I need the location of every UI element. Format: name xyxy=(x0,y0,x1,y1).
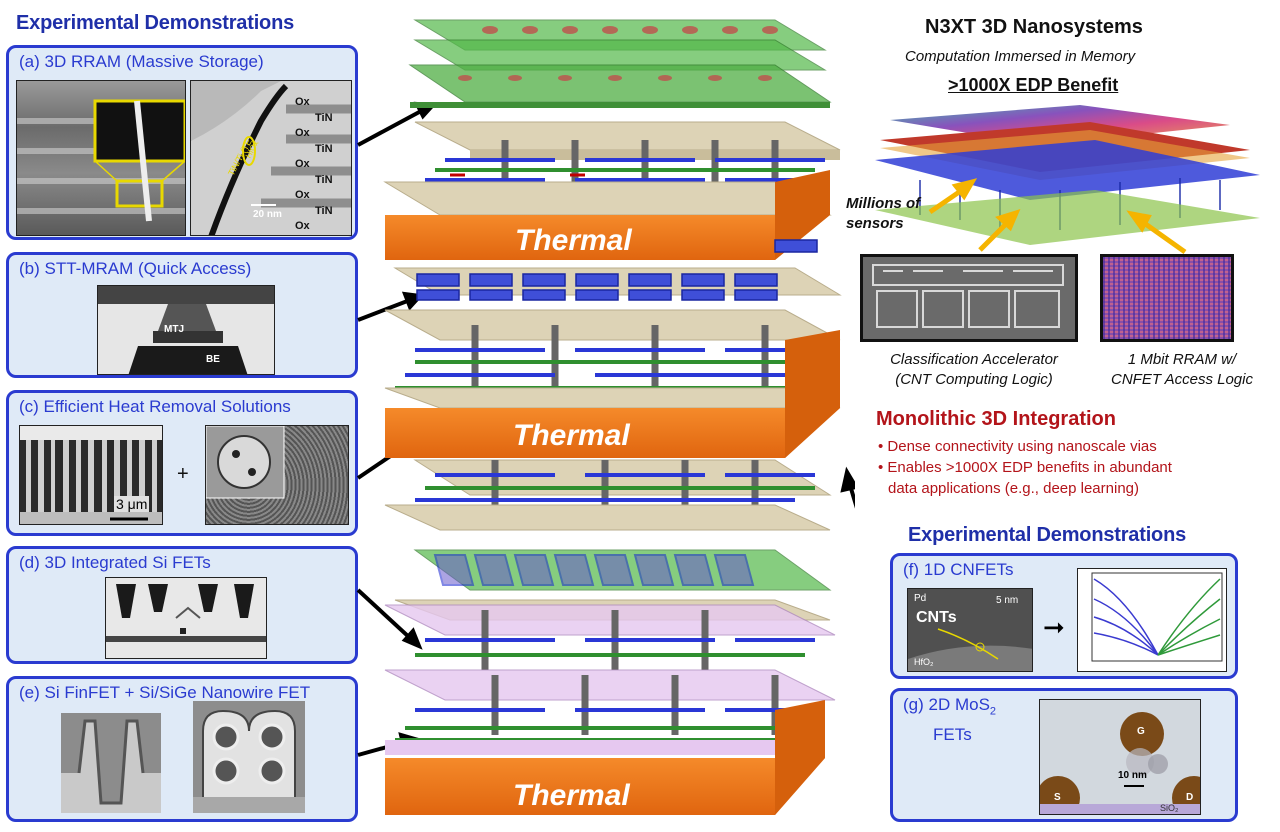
panel-finfet-nanowire: (e) Si FinFET + Si/SiGe Nanowire FET xyxy=(6,676,358,822)
sio2-label: SiO₂ xyxy=(1160,803,1179,813)
cnt-micrograph: Pd CNTs 5 nm HfO₂ xyxy=(907,588,1033,672)
layer-label: Ox xyxy=(295,189,310,201)
panel-title: (a) 3D RRAM (Massive Storage) xyxy=(19,52,264,71)
scale-bar-label: 3 μm xyxy=(114,496,150,512)
drain-label: D xyxy=(1186,792,1194,803)
m3d-bullet: data applications (e.g., deep learning) xyxy=(888,480,1140,497)
m3d-heading: Monolithic 3D Integration xyxy=(876,408,1116,430)
thermal-layer xyxy=(385,408,840,458)
plus-sign: + xyxy=(177,463,189,485)
thermal-label: Thermal xyxy=(513,419,630,452)
logic-layer xyxy=(415,610,815,670)
thermal-label: Thermal xyxy=(515,224,632,257)
mos2-micrograph: G S D 10 nm SiO₂ xyxy=(1039,699,1201,815)
nanowire-micrograph xyxy=(193,701,305,813)
mtj-label: MTJ xyxy=(164,324,184,335)
hfo-label: HfO₂ xyxy=(914,657,934,667)
panel-stt-mram: (b) STT-MRAM (Quick Access) MTJ BE xyxy=(6,252,358,378)
finfet-tem-image xyxy=(61,713,161,813)
scale-bar-label: 10 nm xyxy=(1118,770,1147,781)
caption-rram: 1 Mbit RRAM w/ CNFET Access Logic xyxy=(1111,351,1253,388)
accelerator-sem xyxy=(863,257,1075,339)
nanowire-fet-tem-image xyxy=(193,701,305,813)
scale-bar-label: 20 nm xyxy=(253,209,282,220)
be-label: BE xyxy=(206,354,220,365)
source-label: S xyxy=(1054,792,1061,803)
rram-sem-image xyxy=(17,99,185,222)
rram-layer xyxy=(408,19,832,108)
mram-layer xyxy=(416,239,818,301)
mos2-tem-image xyxy=(1040,700,1200,814)
mram-tem-image xyxy=(98,286,274,374)
classification-accelerator-image xyxy=(860,254,1078,342)
n3xt-title: N3XT 3D Nanosystems xyxy=(925,16,1143,38)
iv-curves xyxy=(1091,572,1223,662)
pd-label: Pd xyxy=(914,593,927,604)
n3xt-subtitle: Computation Immersed in Memory xyxy=(905,48,1136,65)
layer-label: Ox xyxy=(295,158,310,170)
panel-title: (e) Si FinFET + Si/SiGe Nanowire FET xyxy=(19,683,311,702)
gate-label: G xyxy=(1137,726,1145,737)
panel-heat-removal: (c) Efficient Heat Removal Solutions 3 μ… xyxy=(6,390,358,536)
n3xt-layer-stack: Thermal Thermal xyxy=(356,19,855,815)
finfet-micrograph xyxy=(61,713,161,813)
panel-title: (b) STT-MRAM (Quick Access) xyxy=(19,259,252,278)
sensors-label: Millions of sensors xyxy=(846,195,921,232)
panel-1d-cnfets: (f) 1D CNFETs Pd CNTs 5 nm HfO₂ ➞ xyxy=(890,553,1238,679)
thermal-label: Thermal xyxy=(513,779,630,812)
porous-sem-image xyxy=(206,426,285,499)
panel-title: (d) 3D Integrated Si FETs xyxy=(19,553,211,572)
nanowire-sem-image xyxy=(20,426,162,524)
thermal-layer xyxy=(385,215,830,260)
layer-label: Ox xyxy=(295,96,310,108)
panel-title: (c) Efficient Heat Removal Solutions xyxy=(19,397,291,416)
logic-layer xyxy=(415,460,815,510)
heat-micrograph-right xyxy=(205,425,349,525)
si-fet-tem-image xyxy=(106,584,266,642)
cnt-tem-image xyxy=(908,589,1032,671)
m3d-bullets: • Dense connectivity using nanoscale via… xyxy=(878,436,1258,499)
scale-bar-label: 5 nm xyxy=(996,595,1019,606)
rram-micrograph-right: Ox TiN Ox TiN Ox TiN Ox TiN Ox 20 nm TiN… xyxy=(190,80,352,236)
cnts-label: CNTs xyxy=(916,609,957,626)
panel-3d-si-fets: (d) 3D Integrated Si FETs xyxy=(6,546,358,664)
rram-micrograph-left xyxy=(16,80,186,236)
m3d-bullet: • Dense connectivity using nanoscale via… xyxy=(878,438,1157,455)
mram-micrograph: MTJ BE xyxy=(97,285,275,375)
rram-tem-image xyxy=(191,81,351,235)
thermal-layer xyxy=(385,758,825,815)
layer-label: TiN xyxy=(315,173,333,186)
layer-label: TiN xyxy=(315,204,333,217)
heat-micrograph-left: 3 μm xyxy=(19,425,163,525)
panel-title: (g) 2D MoS2 xyxy=(903,695,997,718)
n3xt-3d-chip-render xyxy=(875,105,1260,255)
panel-3d-rram: (a) 3D RRAM (Massive Storage) Ox TiN Ox xyxy=(6,45,358,240)
si-fet-micrograph xyxy=(105,577,267,659)
panel-title: (f) 1D CNFETs xyxy=(903,560,1014,579)
layer-label: TiN xyxy=(315,142,333,155)
caption-accelerator: Classification Accelerator (CNT Computin… xyxy=(890,351,1058,388)
edp-benefit: >1000X EDP Benefit xyxy=(948,75,1119,95)
left-heading: Experimental Demonstrations xyxy=(16,12,295,34)
arrow-icon: ➞ xyxy=(1043,612,1065,642)
layer-label: TiN xyxy=(315,111,333,124)
panel-2d-mos2: (g) 2D MoS2 FETs G S D 10 nm SiO₂ xyxy=(890,688,1238,822)
panel-title-line2: FETs xyxy=(933,725,972,744)
layer-label: Ox xyxy=(295,220,310,232)
layer-label: Ox xyxy=(295,127,310,139)
iv-curve-plot xyxy=(1077,568,1227,672)
m3d-bullet: • Enables >1000X EDP benefits in abundan… xyxy=(878,459,1172,476)
right-heading: Experimental Demonstrations xyxy=(908,524,1187,546)
rram-cnfet-array-image xyxy=(1100,254,1234,342)
